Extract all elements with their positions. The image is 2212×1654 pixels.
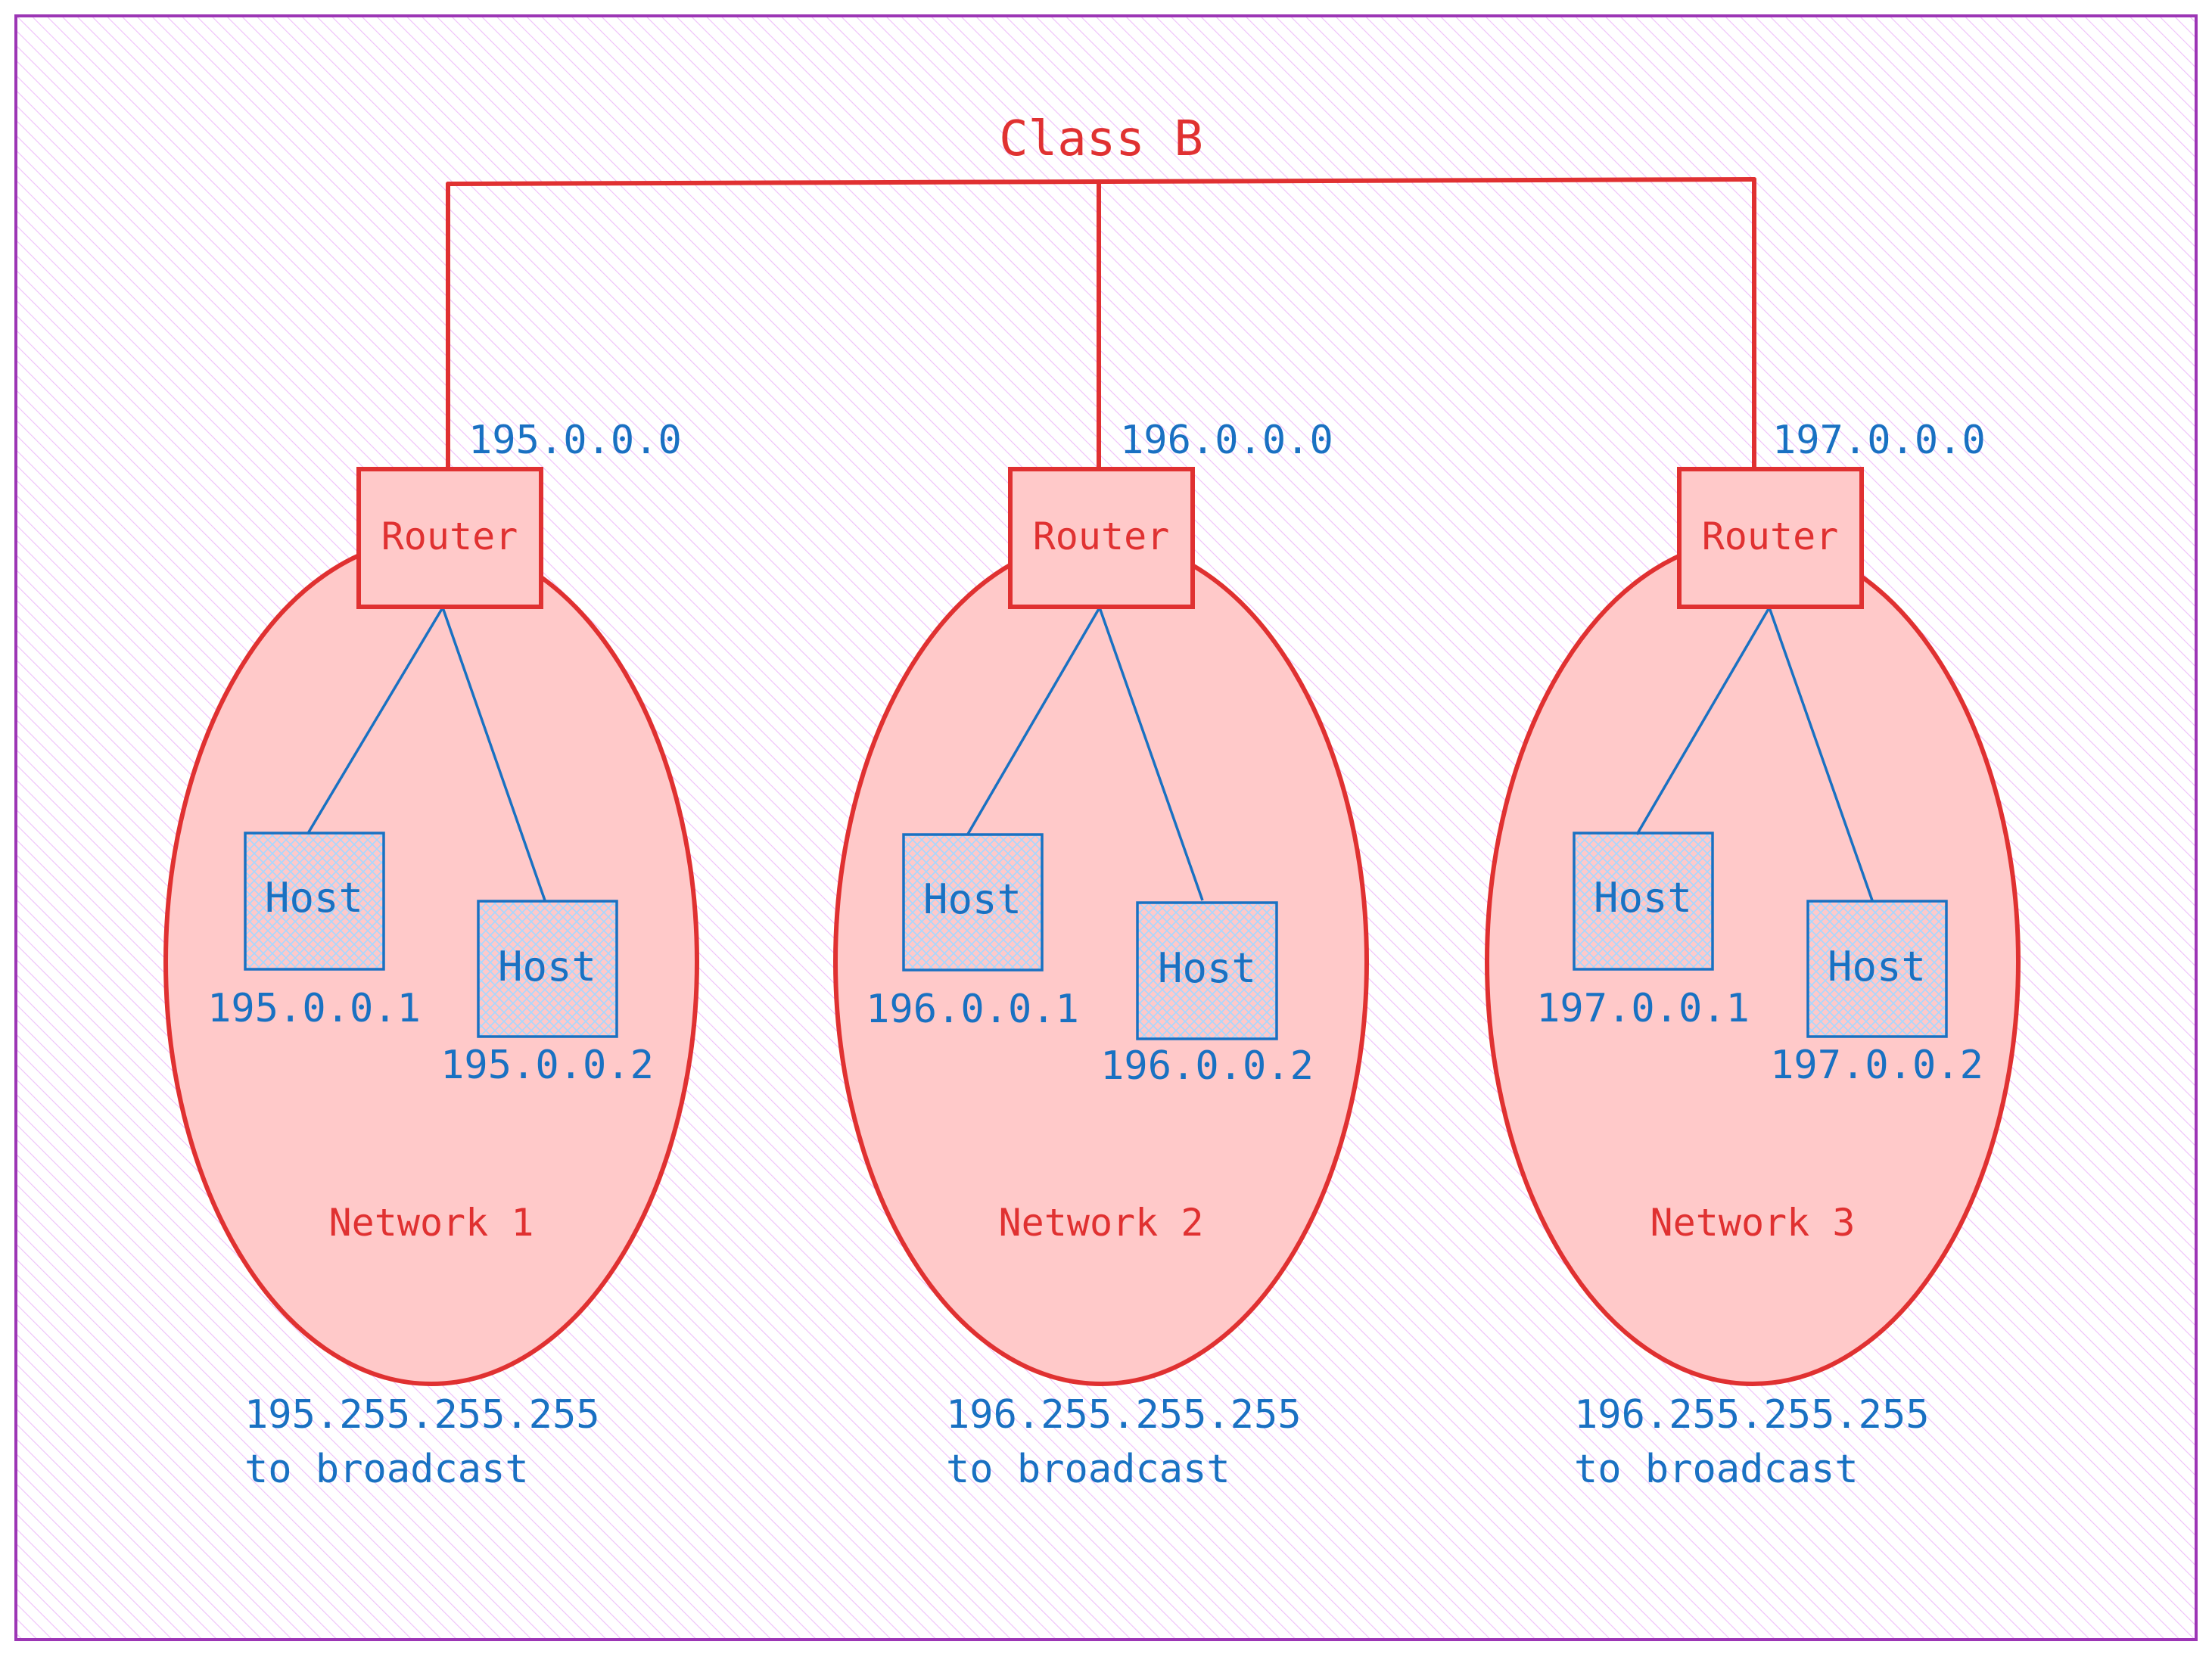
host-ip: 196.0.0.2	[1100, 1043, 1314, 1089]
router-to-host-links	[966, 607, 1204, 901]
router-label: Router	[381, 515, 518, 558]
broadcast-text: to broadcast	[244, 1447, 529, 1492]
router-box	[1008, 467, 1195, 609]
host-ip: 195.0.0.2	[440, 1043, 654, 1088]
host-ip: 197.0.0.2	[1770, 1043, 1983, 1088]
broadcast-ip: 196.255.255.255	[1574, 1392, 1930, 1438]
broadcast-ip: 195.255.255.255	[244, 1392, 600, 1438]
broadcast-ip: 196.255.255.255	[946, 1392, 1302, 1438]
network-label: Network 1	[329, 1201, 534, 1245]
host-box	[902, 833, 1044, 972]
router-to-host-links	[1635, 607, 1874, 901]
network-label: Network 3	[1650, 1201, 1856, 1245]
broadcast-text: to broadcast	[946, 1447, 1230, 1492]
router-ip: 197.0.0.0	[1772, 418, 1986, 463]
router-box	[356, 467, 543, 609]
host-ip: 196.0.0.1	[866, 987, 1079, 1032]
host-box	[477, 900, 618, 1038]
host-label: Host	[923, 875, 1022, 923]
host-box	[1136, 901, 1278, 1040]
host-label: Host	[498, 943, 596, 990]
network-label: Network 2	[999, 1201, 1204, 1245]
router-box	[1677, 467, 1864, 609]
host-ip: 195.0.0.1	[207, 986, 421, 1031]
host-label: Host	[1594, 874, 1692, 922]
router-ip: 195.0.0.0	[468, 418, 682, 463]
diagram-title: Class B	[999, 111, 1203, 167]
host-label: Host	[265, 874, 363, 922]
network-1: Router 195.0.0.0 Host 195.0.0.1 Host 195…	[163, 418, 699, 1492]
router-to-host-links	[306, 607, 546, 901]
backbone-links	[446, 177, 1756, 471]
host-box	[1573, 832, 1714, 971]
network-2: Router 196.0.0.0 Host 196.0.0.1 Host 196…	[833, 418, 1369, 1492]
broadcast-text: to broadcast	[1574, 1447, 1859, 1492]
host-box	[1806, 900, 1948, 1038]
host-label: Host	[1828, 943, 1926, 990]
router-label: Router	[1033, 515, 1170, 558]
network-3: Router 197.0.0.0 Host 197.0.0.1 Host 197…	[1485, 418, 2021, 1492]
router-ip: 196.0.0.0	[1120, 418, 1333, 463]
host-box	[244, 832, 385, 971]
router-label: Router	[1702, 515, 1839, 558]
host-label: Host	[1158, 944, 1256, 992]
host-ip: 197.0.0.1	[1536, 986, 1750, 1031]
